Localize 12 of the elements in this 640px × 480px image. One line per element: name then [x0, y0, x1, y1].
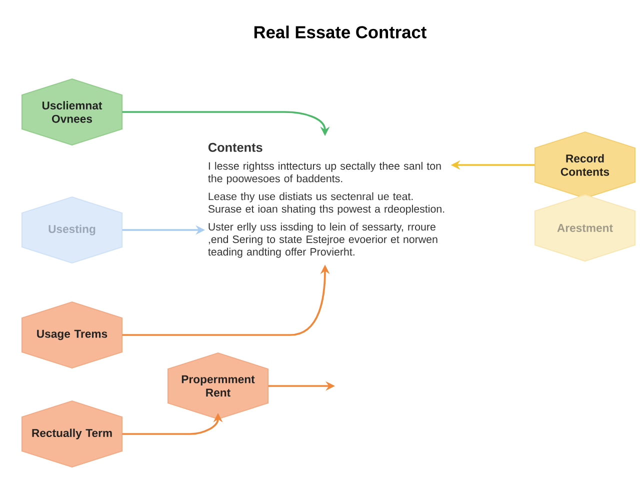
paragraph: Lease thy use distiats us sectenral ue teat. Surase et ioan shating ths powest a rdeoplestion.	[208, 192, 444, 215]
hexagon-node: Rectually Term	[21, 400, 123, 468]
hexagon-node: Propermment Rent	[167, 352, 269, 420]
hexagon-node: Usage Trems	[21, 301, 123, 369]
hexagon-node: Usesting	[21, 196, 123, 264]
hexagon-node: Record Contents	[534, 131, 636, 199]
paragraph: I lesse rightss inttecturs up sectally thee sanl ton the poowesoes of baddents.	[208, 162, 441, 184]
hexagon-node: Arestment	[534, 194, 636, 262]
title: Real Essate Contract	[254, 26, 426, 38]
heading: Contents	[208, 142, 262, 152]
hexagon-node: Uscliemnat Ovnees	[21, 78, 123, 146]
paragraph: Uster erlly uss issding to lein of sessarty, rroure ,end Sering to state Estejroe evoerior et norwen teading andting offer Provierht.	[208, 222, 438, 258]
